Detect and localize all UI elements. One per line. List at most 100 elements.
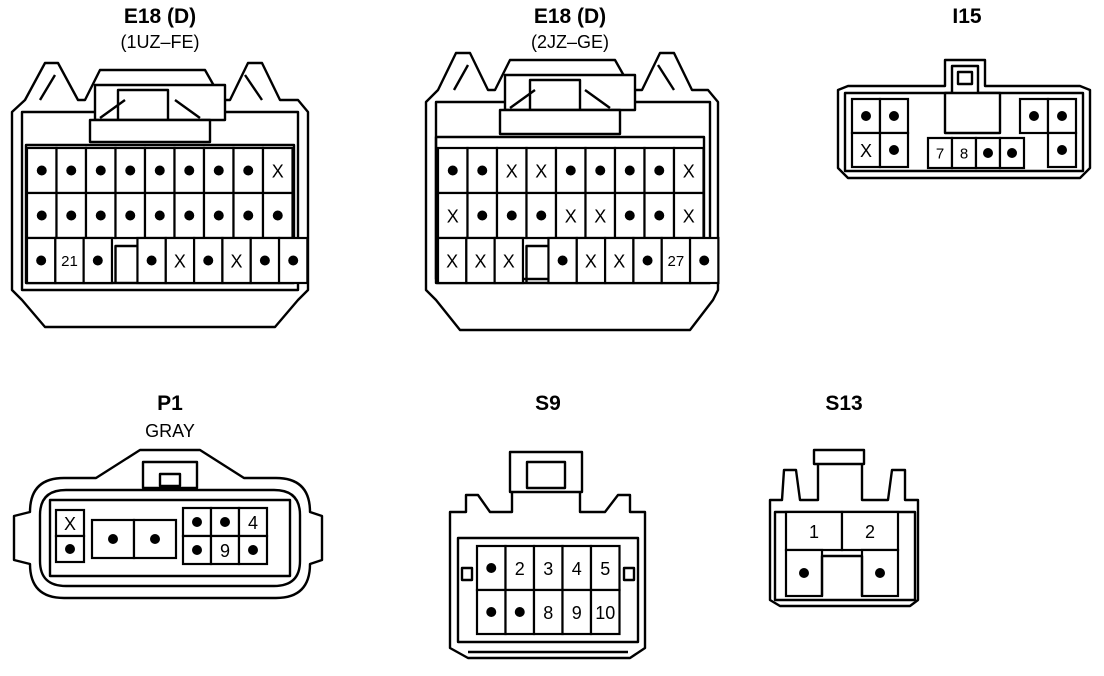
e18-1uz-pin-dot <box>95 210 106 221</box>
p1-pin-label: 9 <box>220 541 230 561</box>
e18-2jz-pin-label: X <box>446 252 458 272</box>
connector-s13-title: S13 <box>825 392 862 415</box>
e18-1uz-pin-label: 21 <box>61 253 78 270</box>
p1-pin-dot <box>192 545 202 555</box>
e18-1uz-pin-label: X <box>174 252 186 272</box>
i15-pin-dot <box>889 111 899 121</box>
e18-2jz-cell <box>493 236 525 285</box>
e18-1uz-pin-dot <box>259 255 270 266</box>
e18-1uz-pin-dot <box>288 255 299 266</box>
e18-1uz-pin-dot <box>213 210 224 221</box>
e18-2jz-cell <box>603 236 635 285</box>
e18-2jz-pin-dot <box>624 210 635 221</box>
e18-2jz-pin-label: X <box>506 162 518 182</box>
p1-cell <box>209 534 241 566</box>
e18-2jz-pin-dot <box>699 255 710 266</box>
i15-pin-label: X <box>860 141 872 161</box>
i15-pin-dot <box>861 111 871 121</box>
e18-1uz-pin-dot <box>125 165 136 176</box>
p1-pin-dot <box>192 517 202 527</box>
e18-2jz-pin-dot <box>642 255 653 266</box>
e18-2jz-pin-dot <box>447 165 458 176</box>
e18-1uz-pin-dot <box>66 165 77 176</box>
e18-1uz-pin-dot <box>154 165 165 176</box>
p1-pin-dot <box>220 517 230 527</box>
i15-pin-dot <box>1029 111 1039 121</box>
connector-p1-title: P1 <box>157 392 183 415</box>
i15-pin-dot <box>1007 148 1017 158</box>
e18-2jz-pin-label: X <box>447 207 459 227</box>
e18-1uz-cell <box>136 236 167 285</box>
e18-2jz-pin-label: X <box>535 162 547 182</box>
i15-cell <box>1046 97 1078 135</box>
e18-2jz-pin-dot <box>477 210 488 221</box>
e18-1uz-pin-dot <box>213 165 224 176</box>
s13-pin-dot <box>875 568 885 578</box>
e18-2jz-pin-label: X <box>613 252 625 272</box>
p1-pin-dot <box>108 534 118 544</box>
e18-1uz-pin-dot <box>36 210 47 221</box>
e18-1uz-pin-dot <box>243 165 254 176</box>
e18-2jz-pin-label: X <box>474 252 486 272</box>
e18-2jz-cell <box>660 236 692 285</box>
i15-cell <box>1046 131 1078 169</box>
e18-1uz-pin-dot <box>154 210 165 221</box>
e18-2jz-pin-dot <box>654 210 665 221</box>
e18-2jz-cell <box>672 146 705 195</box>
e18-1uz-cell <box>54 236 85 285</box>
connector-p1-subtitle: GRAY <box>145 421 195 441</box>
e18-2jz-pin-label: 27 <box>668 253 685 270</box>
s9-pin-label: 5 <box>600 559 610 579</box>
p1-pin-label: X <box>64 514 76 534</box>
e18-2jz-pin-dot <box>565 165 576 176</box>
e18-1uz-pin-dot <box>66 210 77 221</box>
connector-e18-1uz-title: E18 (D) <box>124 5 196 28</box>
e18-2jz-pin-dot <box>536 210 547 221</box>
p1-pin-label: 4 <box>248 513 258 533</box>
s13-cell <box>840 510 900 552</box>
p1-pin-dot <box>248 545 258 555</box>
s9-pin-label: 2 <box>515 559 525 579</box>
e18-1uz-cell <box>55 191 88 240</box>
e18-2jz-pin-label: X <box>683 162 695 182</box>
e18-2jz-cell <box>672 191 705 240</box>
e18-1uz-pin-dot <box>125 210 136 221</box>
s9-cell <box>589 588 621 636</box>
p1-pin-dot <box>65 544 75 554</box>
i15-cell <box>850 131 882 169</box>
s9-pin-dot <box>486 563 497 573</box>
connector-e18-1uz-subtitle: (1UZ–FE) <box>120 32 199 52</box>
s13-pin-label: 1 <box>809 522 819 542</box>
e18-1uz-pin-dot <box>272 210 283 221</box>
p1-cell <box>54 508 86 538</box>
p1-cell <box>237 506 269 538</box>
e18-2jz-pin-dot <box>595 165 606 176</box>
e18-1uz-pin-dot <box>92 255 103 266</box>
connector-e18-2jz-subtitle: (2JZ–GE) <box>531 32 609 52</box>
i15-pin-dot <box>889 145 899 155</box>
connector-e18-2jz-title: E18 (D) <box>534 5 606 28</box>
e18-2jz-pin-label: X <box>585 252 597 272</box>
connector-s9-title: S9 <box>535 392 561 415</box>
e18-1uz-cell <box>221 236 252 285</box>
i15-pin-dot <box>1057 111 1067 121</box>
e18-2jz-pin-dot <box>506 210 517 221</box>
s9-pin-dot <box>514 607 525 617</box>
connector-p1: P1 GRAY X 49 <box>12 392 324 600</box>
e18-1uz-pin-dot <box>184 165 195 176</box>
s9-cell <box>504 544 536 592</box>
i15-pin-label: 7 <box>936 146 944 163</box>
connector-p1-pin-grid: X 49 <box>54 506 269 566</box>
s13-pin-dot <box>799 568 809 578</box>
e18-2jz-pin-label: X <box>683 207 695 227</box>
s9-cell <box>532 588 564 636</box>
e18-2jz-pin-label: X <box>503 252 515 272</box>
